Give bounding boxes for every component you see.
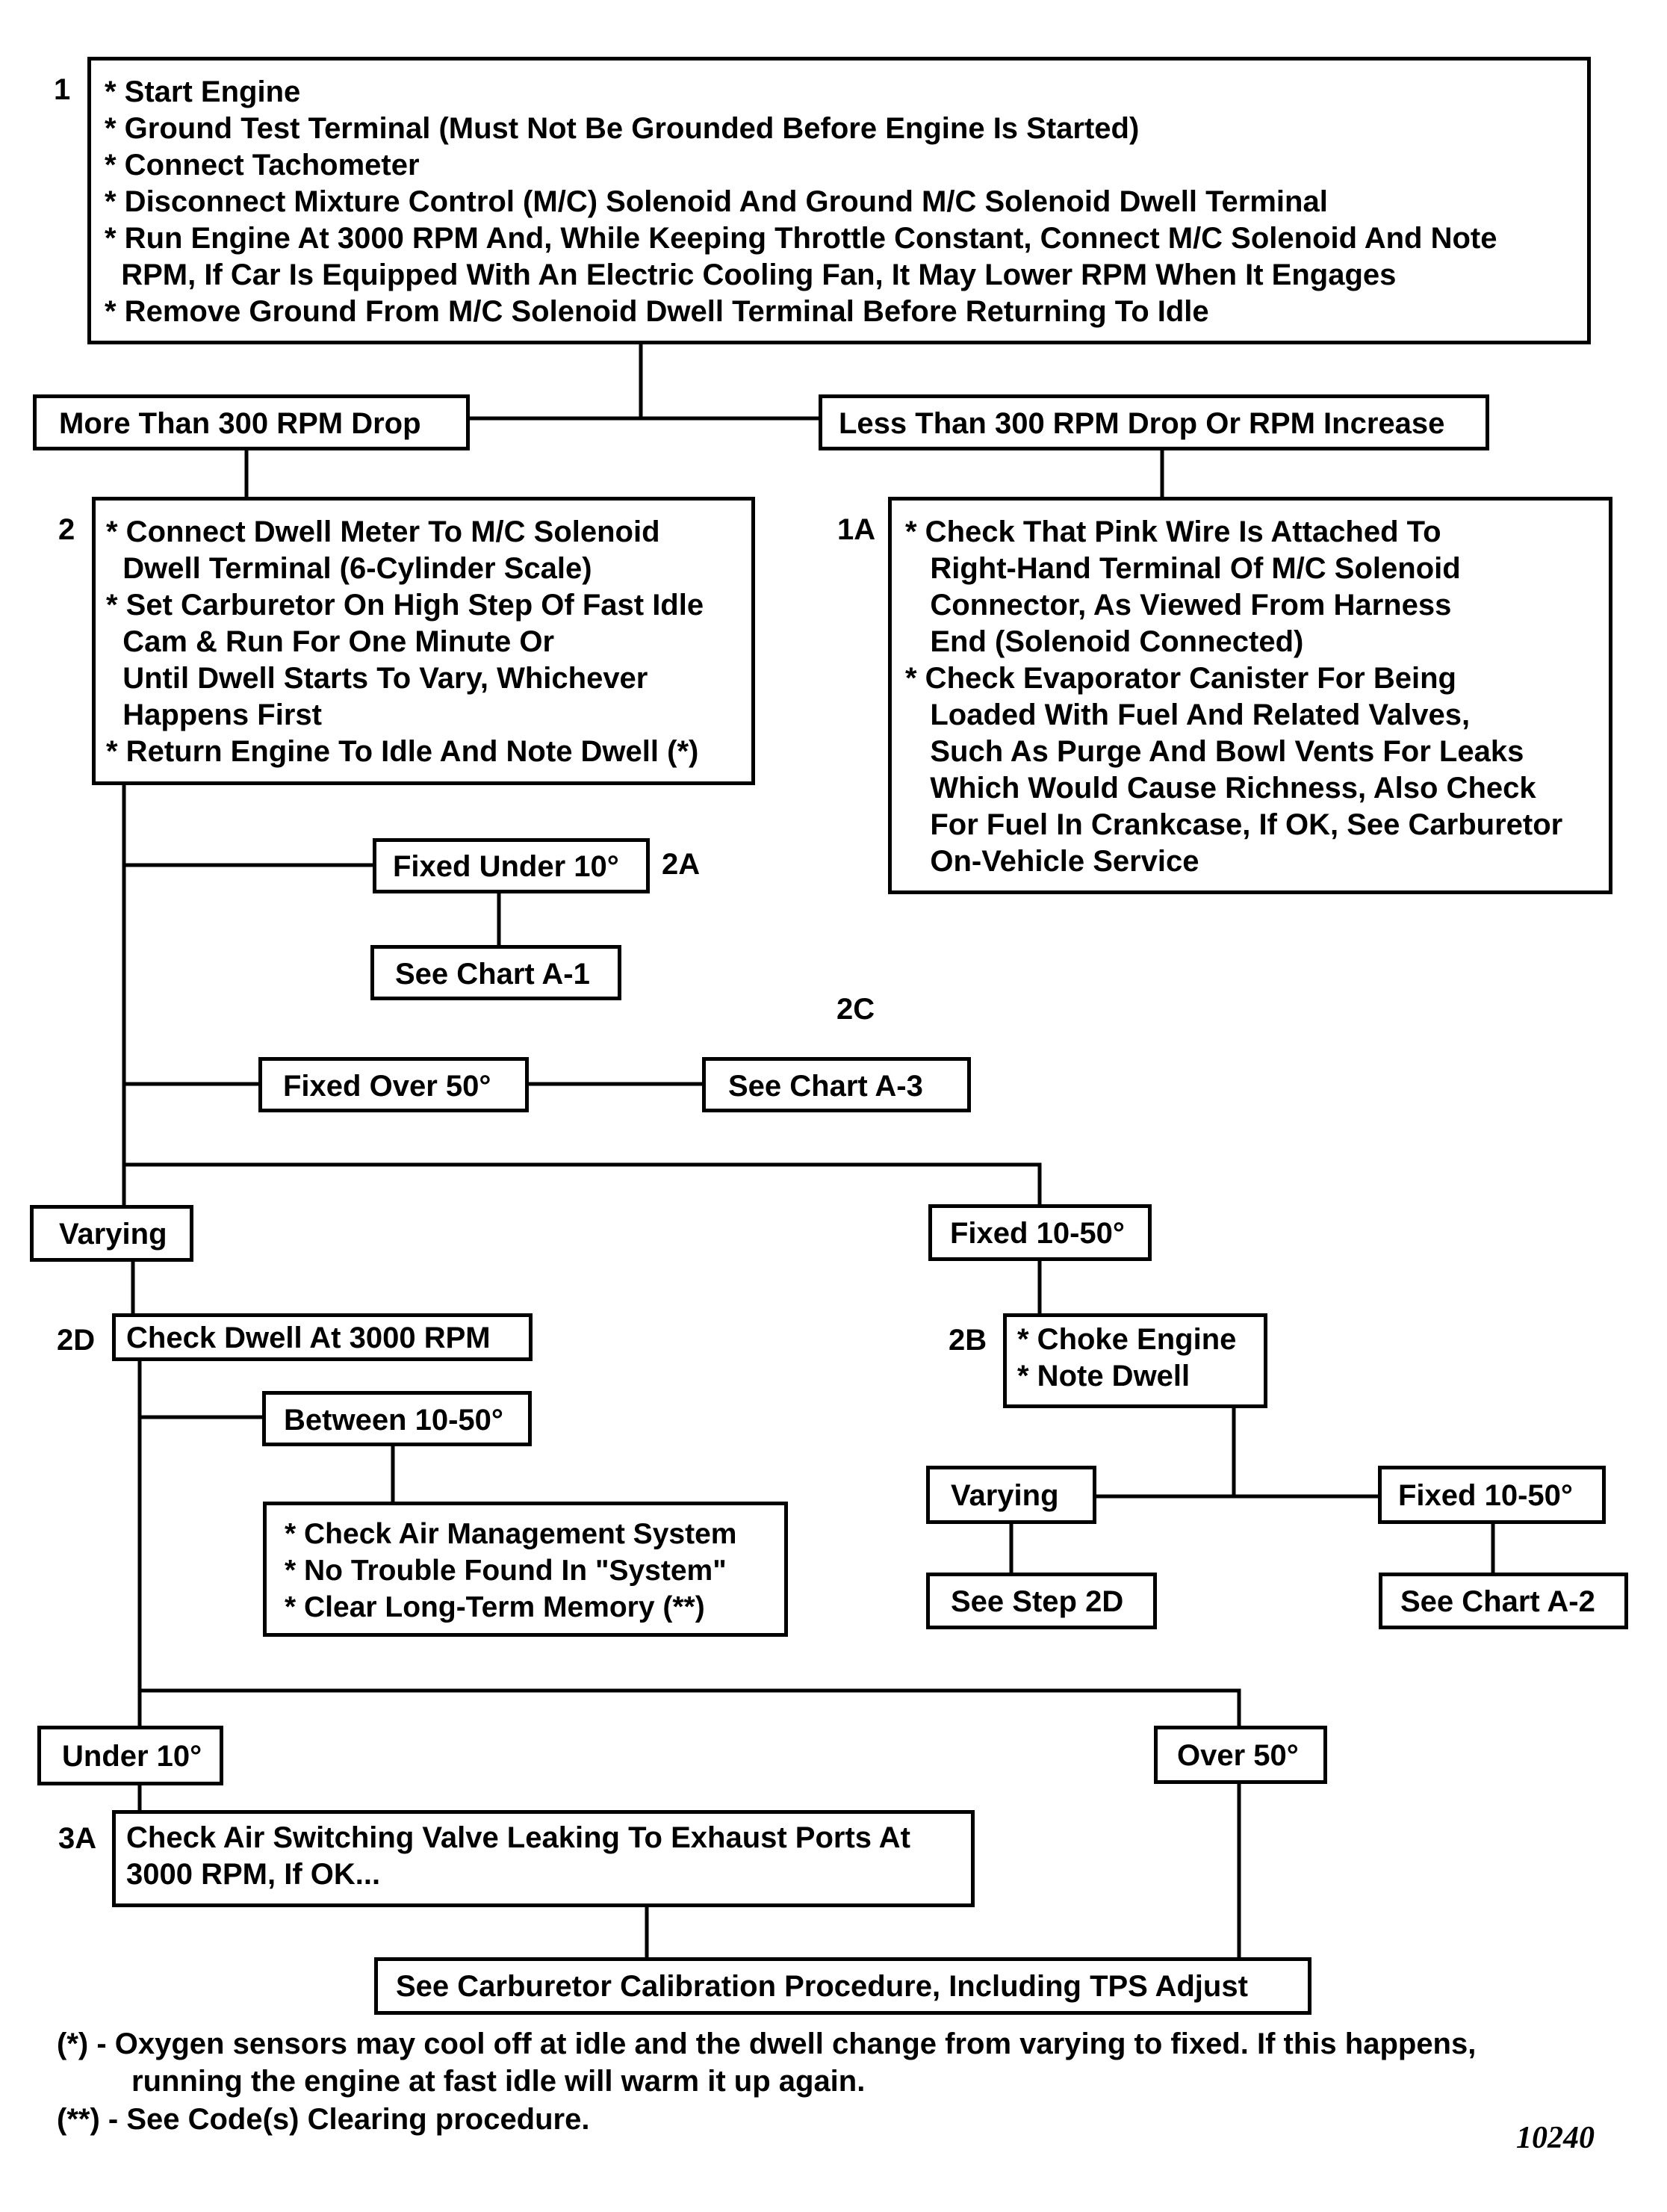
step-number-2: 2 bbox=[58, 513, 75, 546]
step-2-box: * Connect Dwell Meter To M/C Solenoid Dw… bbox=[92, 497, 755, 785]
under-10-box: Under 10° bbox=[37, 1726, 223, 1785]
fixed-under-10-box: Fixed Under 10° bbox=[373, 838, 650, 893]
varying-box: Varying bbox=[30, 1205, 193, 1262]
fixed-10-50-box: Fixed 10-50° bbox=[928, 1204, 1152, 1261]
fixed-over-50-box: Fixed Over 50° bbox=[258, 1057, 529, 1112]
step-number-1: 1 bbox=[54, 73, 71, 106]
over-50-box: Over 50° bbox=[1154, 1726, 1327, 1784]
varying-2b-box: Varying bbox=[926, 1466, 1096, 1524]
figure-number: 10240 bbox=[1516, 2121, 1595, 2155]
between-10-50-box: Between 10-50° bbox=[262, 1391, 532, 1446]
see-chart-a3-box: See Chart A-3 bbox=[702, 1057, 971, 1112]
step-1a-box: * Check That Pink Wire Is Attached To Ri… bbox=[888, 497, 1612, 894]
fixed-10-50-2b-box: Fixed 10-50° bbox=[1378, 1466, 1606, 1524]
air-management-box: * Check Air Management System * No Troub… bbox=[263, 1502, 788, 1637]
step-number-3a: 3A bbox=[58, 1822, 97, 1855]
footnote-oxygen-sensors: (*) - Oxygen sensors may cool off at idl… bbox=[57, 2027, 1477, 2098]
step-2b-box: * Choke Engine * Note Dwell bbox=[1003, 1313, 1267, 1408]
see-step-2d-box: See Step 2D bbox=[926, 1573, 1157, 1629]
more-than-300-rpm-drop-box: More Than 300 RPM Drop bbox=[33, 394, 470, 450]
step-number-2b: 2B bbox=[949, 1324, 987, 1357]
see-chart-a2-box: See Chart A-2 bbox=[1379, 1573, 1628, 1629]
carburetor-calibration-box: See Carburetor Calibration Procedure, In… bbox=[374, 1957, 1311, 2015]
step-3a-box: Check Air Switching Valve Leaking To Exh… bbox=[112, 1810, 975, 1907]
step-number-2a: 2A bbox=[662, 848, 701, 881]
step-number-2c: 2C bbox=[836, 993, 875, 1026]
step-number-2d: 2D bbox=[57, 1324, 96, 1357]
step-number-1a: 1A bbox=[837, 513, 876, 546]
less-than-300-rpm-drop-box: Less Than 300 RPM Drop Or RPM Increase bbox=[819, 394, 1489, 450]
step-1-box: * Start Engine * Ground Test Terminal (M… bbox=[87, 57, 1591, 344]
see-chart-a1-box: See Chart A-1 bbox=[370, 945, 621, 1000]
footnote-code-clearing: (**) - See Code(s) Clearing procedure. bbox=[57, 2103, 590, 2136]
step-2d-box: Check Dwell At 3000 RPM bbox=[112, 1313, 533, 1361]
